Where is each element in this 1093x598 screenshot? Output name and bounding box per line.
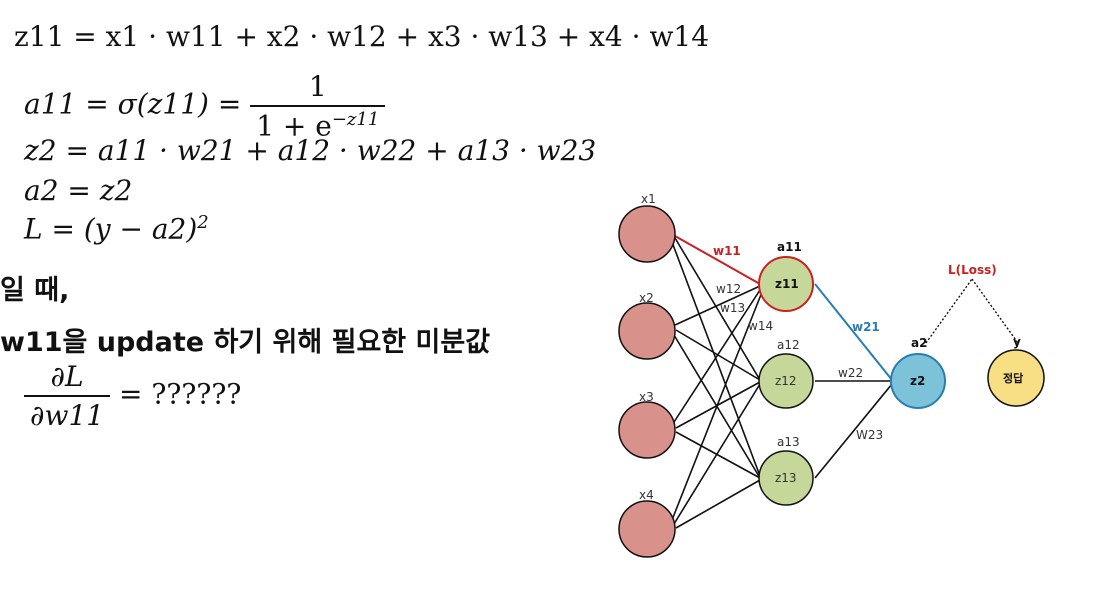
label-a13: a13 — [777, 435, 800, 449]
node-x4 — [618, 500, 676, 558]
weight-w22: w22 — [838, 366, 863, 380]
edge-x3-z13 — [675, 431, 761, 479]
sigmoid-numerator: 1 — [308, 70, 327, 103]
equation-z11: z11 = x1 · w11 + x2 · w12 + x3 · w13 + x… — [14, 20, 710, 53]
node-x2 — [618, 302, 676, 360]
label-x4: x4 — [639, 488, 654, 502]
equation-a11-lhs: a11 = σ(z11) = — [24, 87, 251, 121]
node-target-text: 정답 — [1003, 371, 1023, 385]
derivative-fraction: ∂L ∂w11 — [24, 360, 111, 432]
weight-w14: w14 — [748, 319, 773, 333]
sigmoid-den-base: 1 + e — [256, 109, 332, 143]
label-y: y — [1013, 335, 1021, 349]
edge-x4-z12 — [673, 383, 761, 525]
label-x2: x2 — [639, 291, 654, 305]
derivative-rhs: = ?????? — [118, 377, 242, 411]
sigmoid-den-exponent: −z11 — [331, 109, 380, 130]
node-z2-text: z2 — [910, 374, 925, 388]
loss-edge-a2 — [925, 278, 973, 344]
edge-x1-z11 — [674, 235, 761, 285]
edge-x2-z11 — [674, 285, 761, 326]
equation-loss-exponent: 2 — [197, 212, 209, 233]
sigmoid-denominator: 1 + e−z11 — [250, 105, 386, 143]
input-hidden-connections — [671, 235, 763, 529]
weight-w21: w21 — [852, 320, 880, 334]
node-z11 — [758, 256, 814, 312]
equation-z2: z2 = a11 · w21 + a12 · w22 + a13 · w23 — [24, 134, 597, 167]
derivative-expression: ∂L ∂w11 = ?????? — [24, 360, 241, 432]
node-z2 — [890, 353, 946, 409]
node-z12 — [758, 353, 814, 409]
edge-z13-z2 — [814, 383, 893, 479]
loss-edge-y — [971, 278, 1019, 344]
sigmoid-fraction: 1 1 + e−z11 — [250, 70, 386, 143]
weight-w11: w11 — [713, 244, 741, 258]
weight-w23: W23 — [856, 428, 883, 442]
equation-a11: a11 = σ(z11) = 1 1 + e−z11 — [24, 70, 386, 143]
label-a2: a2 — [911, 336, 927, 350]
equation-loss-base: L = (y − a2) — [24, 212, 198, 246]
derivative-denominator: ∂w11 — [24, 395, 111, 432]
label-a12: a12 — [777, 338, 800, 352]
label-x3: x3 — [639, 390, 654, 404]
edge-x1-z12 — [674, 237, 761, 381]
equation-a2: a2 = z2 — [24, 174, 133, 207]
edge-z11-z2 — [814, 283, 893, 381]
weight-w13: w13 — [720, 301, 745, 315]
condition-text: 일 때, — [0, 275, 70, 306]
label-a11: a11 — [777, 240, 802, 254]
equation-loss: L = (y − a2)2 — [24, 212, 209, 245]
edge-x3-z11 — [673, 289, 761, 423]
question-text: w11을 update 하기 위해 필요한 미분값 — [0, 327, 491, 358]
node-z11-text: z11 — [775, 277, 799, 291]
label-loss: L(Loss) — [948, 263, 997, 277]
node-x3 — [618, 401, 676, 459]
node-z12-text: z12 — [775, 374, 797, 388]
weight-w12: w12 — [716, 282, 741, 296]
node-x1 — [618, 205, 676, 263]
node-z13-text: z13 — [775, 471, 797, 485]
label-x1: x1 — [641, 192, 656, 206]
edge-x4-z13 — [675, 479, 761, 529]
node-target — [987, 349, 1045, 407]
edge-x4-z11 — [671, 291, 763, 521]
node-z13 — [758, 450, 814, 506]
derivative-numerator: ∂L — [50, 360, 84, 393]
